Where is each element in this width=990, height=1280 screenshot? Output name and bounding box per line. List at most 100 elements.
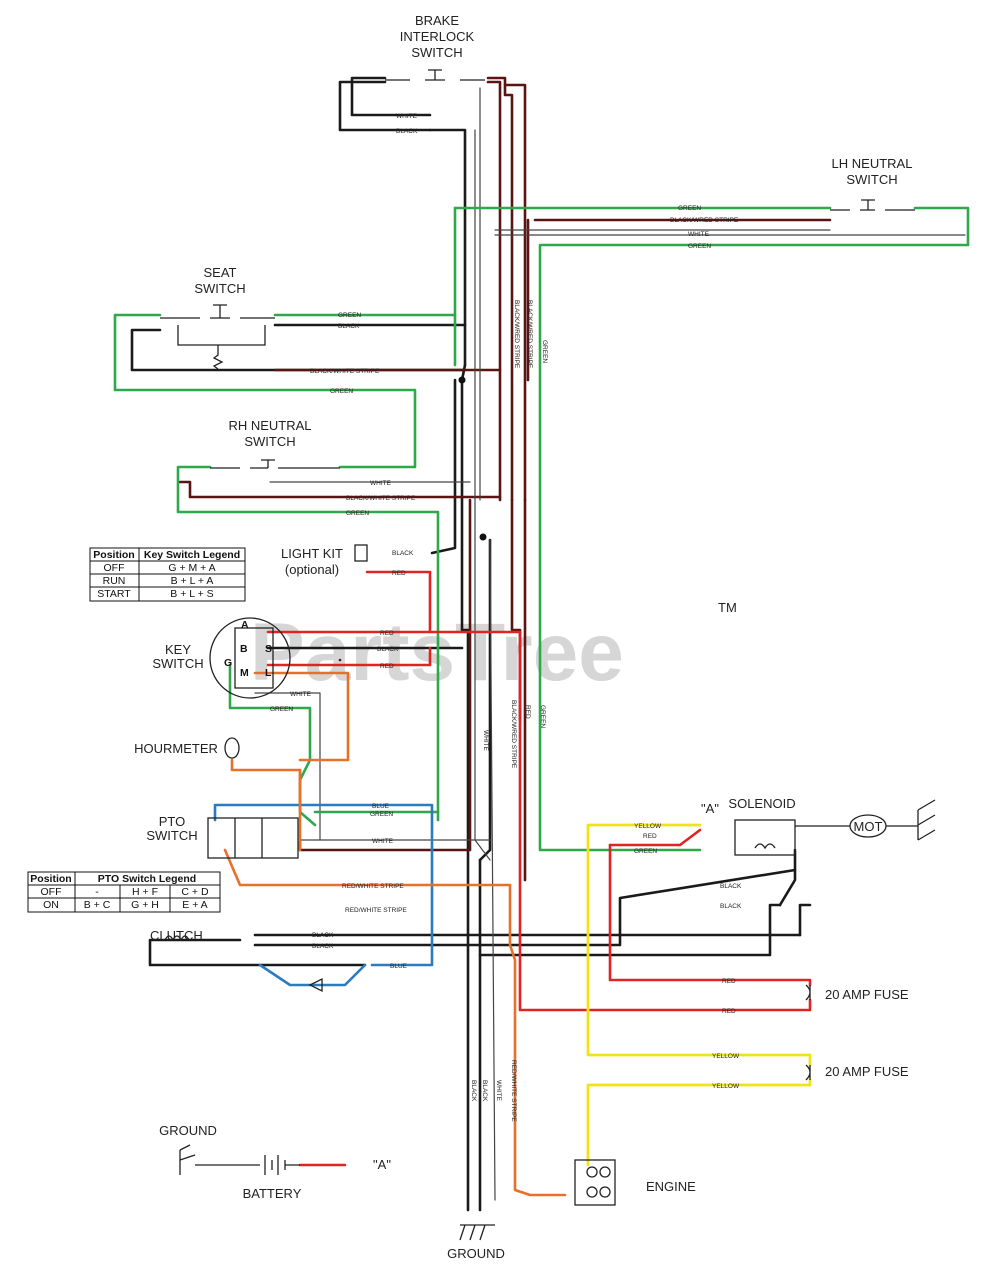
- wire-label: BLACK/WHITE STRIPE: [310, 368, 380, 375]
- solenoid-label: SOLENOID: [728, 796, 795, 811]
- wire-label: BLACK: [392, 550, 414, 557]
- wire-label: BLACK/WRED STRIPE: [670, 217, 739, 224]
- key-terminal-s: S: [265, 643, 272, 655]
- light-kit-label: (optional): [285, 562, 339, 577]
- wire-label: GREEN: [330, 388, 353, 395]
- wire-label: BLACK/WRED STRIPE: [526, 300, 533, 369]
- key-legend-header: Key Switch Legend: [144, 549, 240, 561]
- wire-label: RED: [722, 1008, 736, 1015]
- switch-symbols: [160, 69, 936, 1241]
- brake-switch-label: INTERLOCK: [400, 29, 475, 44]
- battery-ref-label: "A": [373, 1157, 391, 1172]
- lh-neutral-switch-label: LH NEUTRAL: [832, 156, 913, 171]
- yellow-wires: [586, 823, 812, 1167]
- lh-neutral-switch-label: SWITCH: [846, 172, 897, 187]
- pto-legend-header: PTO Switch Legend: [98, 873, 196, 885]
- pto-legend-cell: E + A: [182, 899, 207, 911]
- wire-label: BLACK: [720, 883, 742, 890]
- wire-label: BLUE: [372, 803, 390, 810]
- pto-legend-cell: B + C: [84, 899, 111, 911]
- wire-label: YELLOW: [712, 1053, 740, 1060]
- pto-legend-cell: ON: [43, 899, 59, 911]
- green-wires: [113, 206, 970, 852]
- wire-label: GREEN: [370, 811, 393, 818]
- rh-neutral-switch-label: SWITCH: [244, 434, 295, 449]
- key-legend-cell: G + M + A: [168, 562, 215, 574]
- wire-label: YELLOW: [634, 823, 662, 830]
- key-terminal-a: A: [241, 619, 249, 631]
- wire-label: BLACK: [377, 646, 399, 653]
- pto-legend-header: Position: [30, 873, 71, 885]
- pto-switch-label: SWITCH: [146, 828, 197, 843]
- engine-label: ENGINE: [646, 1179, 696, 1194]
- red-wires: [266, 570, 812, 1167]
- key-terminal-b: B: [240, 643, 248, 655]
- pto-switch-label: PTO: [159, 814, 186, 829]
- wire-label: WHITE: [370, 480, 392, 487]
- light-kit-label: LIGHT KIT: [281, 546, 343, 561]
- wire-label: WHITE: [372, 838, 394, 845]
- hourmeter-label: HOURMETER: [134, 741, 218, 756]
- ground-top-label: GROUND: [159, 1123, 217, 1138]
- brake-switch-label: BRAKE: [415, 13, 459, 28]
- wire-label: WHITE: [290, 691, 312, 698]
- wire-label: YELLOW: [712, 1083, 740, 1090]
- pto-legend-cell: C + D: [181, 886, 209, 898]
- pto-legend-cell: H + F: [132, 886, 158, 898]
- rh-neutral-switch-label: RH NEUTRAL: [228, 418, 311, 433]
- wire-label: RED/WHITE STRIPE: [342, 883, 404, 890]
- pto-legend-cell: -: [95, 886, 99, 898]
- wire-label: GREEN: [338, 312, 361, 319]
- key-legend-cell: OFF: [104, 562, 125, 574]
- brake-switch-label: SWITCH: [411, 45, 462, 60]
- key-legend-header: Position: [93, 549, 134, 561]
- key-legend-cell: START: [97, 588, 131, 600]
- battery-label: BATTERY: [243, 1186, 302, 1201]
- orange-wires: [223, 671, 567, 1197]
- ground-bottom-label: GROUND: [447, 1246, 505, 1261]
- striped-wires: [178, 76, 832, 882]
- key-terminal-m: M: [240, 667, 249, 679]
- wire-label: WHITE: [495, 1080, 502, 1102]
- pto-switch-legend: Position PTO Switch Legend OFF - H + F C…: [27, 871, 221, 913]
- wire-label: BLACK: [481, 1080, 488, 1102]
- wire-label: BLACK: [338, 323, 360, 330]
- watermark-tm: TM: [718, 600, 737, 615]
- key-terminal-l: L: [265, 667, 272, 679]
- wire-label: RED: [524, 705, 531, 719]
- seat-switch-label: SEAT: [204, 265, 237, 280]
- wire-label: RED/WHITE STRIPE: [510, 1060, 517, 1122]
- wire-label: GREEN: [634, 848, 657, 855]
- splice-dots: [458, 376, 487, 541]
- wire-label: RED: [380, 630, 394, 637]
- clutch-label: CLUTCH: [150, 928, 203, 943]
- pto-legend-cell: OFF: [41, 886, 62, 898]
- black-wires: [130, 76, 812, 1212]
- key-legend-cell: RUN: [103, 575, 126, 587]
- wire-label: RED: [392, 570, 406, 577]
- seat-switch-label: SWITCH: [194, 281, 245, 296]
- key-switch-label: SWITCH: [152, 656, 203, 671]
- key-switch-legend: Position Key Switch Legend OFF G + M + A…: [89, 547, 246, 602]
- wire-label: RED: [380, 663, 394, 670]
- wire-label: BLACK: [312, 943, 334, 950]
- fuse-1-label: 20 AMP FUSE: [825, 987, 909, 1002]
- key-switch-label: KEY: [165, 642, 191, 657]
- wire-label: GREEN: [539, 705, 546, 728]
- wire-label: BLACK: [396, 128, 418, 135]
- wire-label: WHITE: [396, 113, 418, 120]
- wire-label: RED: [722, 978, 736, 985]
- white-wires: [254, 87, 966, 1201]
- wire-label: RED: [643, 833, 657, 840]
- wire-label: RED/WHITE STRIPE: [345, 907, 407, 914]
- wire-label: WHITE: [688, 231, 710, 238]
- fuse-2-label: 20 AMP FUSE: [825, 1064, 909, 1079]
- wire-label: BLACK: [720, 903, 742, 910]
- wire-label: BLACK/WRED STRIPE: [510, 700, 517, 769]
- wire-label: BLACK: [312, 932, 334, 939]
- wire-label: GREEN: [346, 510, 369, 517]
- motor-label: MOT: [854, 819, 883, 834]
- wire-label: BLUE: [390, 963, 408, 970]
- solenoid-ref-label: "A": [701, 801, 719, 816]
